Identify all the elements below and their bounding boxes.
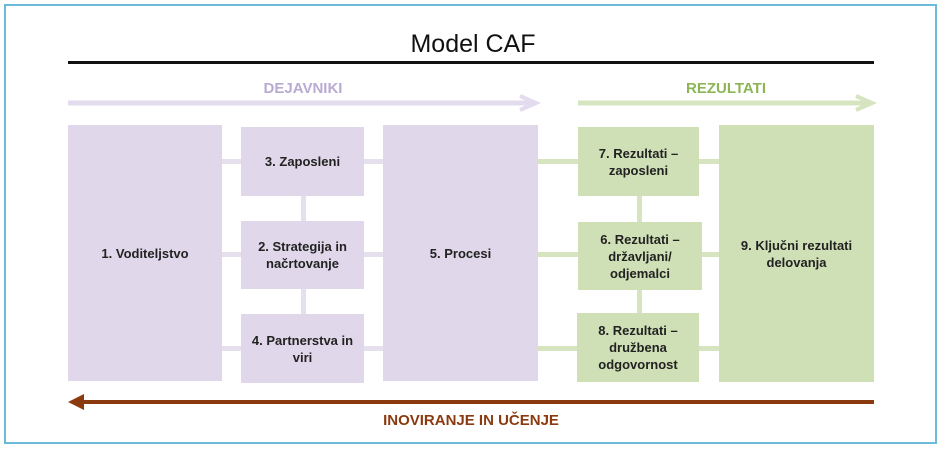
box-label: 1. Voditeljstvo	[101, 245, 189, 261]
box-key-performance: 9. Ključni rezultati delovanja	[719, 125, 874, 382]
connector	[538, 252, 578, 257]
box-label: 5. Procesi	[429, 245, 492, 261]
box-people: 3. Zaposleni	[241, 127, 364, 196]
diagram-title: Model CAF	[410, 30, 536, 58]
box-leadership: 1. Voditeljstvo	[68, 125, 222, 381]
diagram-frame	[4, 4, 937, 444]
enablers-arrow-icon	[68, 94, 541, 112]
box-processes: 5. Procesi	[383, 125, 538, 381]
connector	[222, 252, 241, 257]
box-label: 4. Partnerstva in viri	[251, 332, 354, 365]
box-strategy: 2. Strategija in načrtovanje	[241, 221, 364, 289]
connector	[222, 159, 241, 164]
title-rule	[68, 61, 874, 64]
results-arrow-icon	[578, 94, 877, 112]
innovation-arrow-icon	[68, 394, 874, 410]
box-label: 3. Zaposleni	[264, 154, 341, 169]
connector	[699, 159, 719, 164]
results-label: REZULTATI	[686, 80, 766, 97]
innovation-label: INOVIRANJE IN UČENJE	[383, 412, 559, 429]
connector	[699, 346, 719, 351]
box-label: 2. Strategija in načrtovanje	[258, 239, 347, 271]
connector	[538, 159, 578, 164]
box-label: 6. Rezultati – državljani/ odjemalci	[600, 231, 680, 281]
box-label: 8. Rezultati – družbena odgovornost	[598, 323, 678, 372]
box-label: 7. Rezultati – zaposleni	[598, 145, 679, 178]
enablers-label: DEJAVNIKI	[263, 80, 343, 97]
box-partnerships: 4. Partnerstva in viri	[241, 314, 364, 383]
connector	[364, 252, 383, 257]
connector	[699, 252, 719, 257]
connector	[538, 346, 578, 351]
connector	[364, 346, 383, 351]
box-people-results: 7. Rezultati – zaposleni	[578, 127, 699, 196]
box-society-results: 8. Rezultati – družbena odgovornost	[577, 313, 699, 382]
box-label: 9. Ključni rezultati delovanja	[740, 238, 853, 270]
connector	[222, 346, 241, 351]
box-citizen-results: 6. Rezultati – državljani/ odjemalci	[578, 222, 702, 290]
connector	[364, 159, 383, 164]
